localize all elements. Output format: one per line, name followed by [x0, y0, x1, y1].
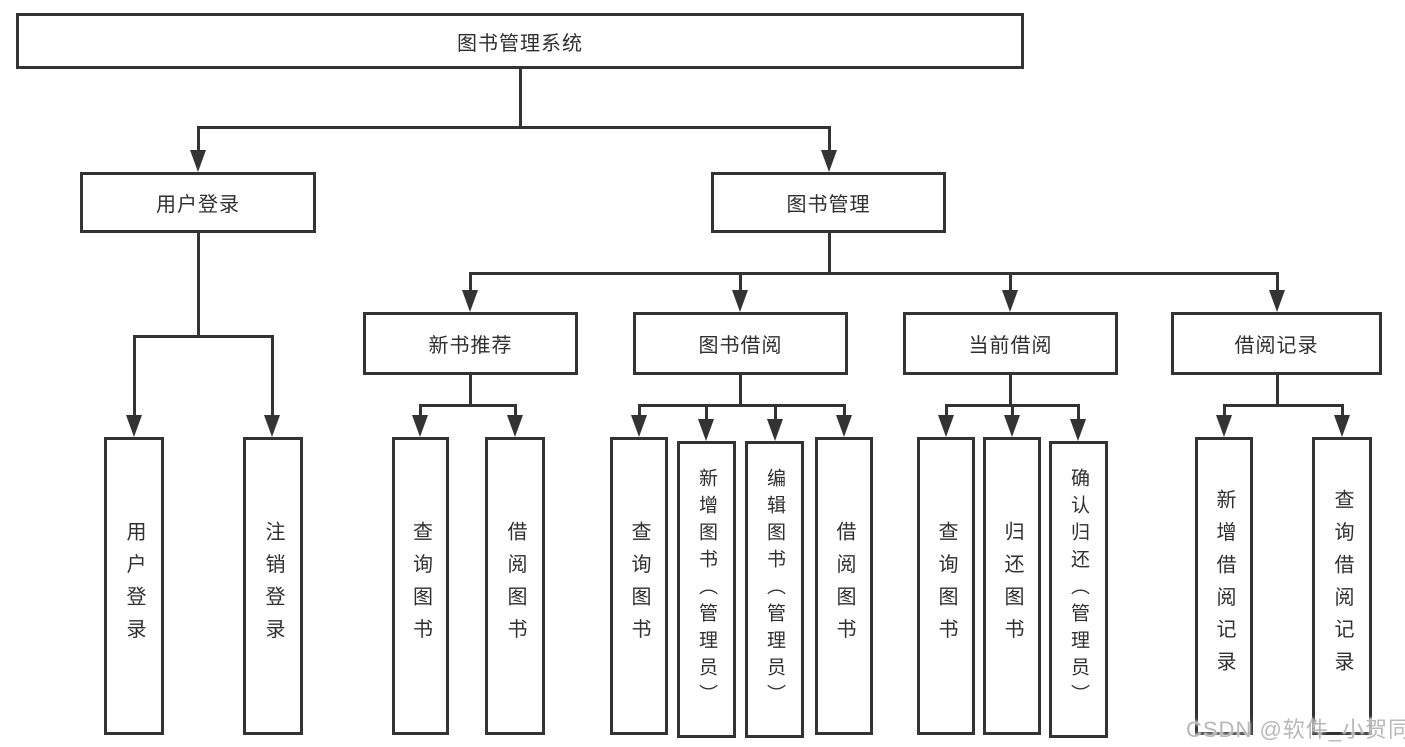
- connector-line: [196, 233, 200, 338]
- node-current-borrowing: 当前借阅: [903, 312, 1118, 375]
- connector-line: [738, 375, 742, 407]
- arrow-down-icon: [1334, 415, 1350, 437]
- connector-line: [1275, 375, 1279, 407]
- leaf-borrow-books: 借阅图书: [815, 437, 873, 735]
- leaf-add-books-admin: 新增图书（管理员）: [677, 441, 736, 738]
- connector-line: [1008, 375, 1012, 407]
- leaf-edit-books-admin: 编辑图书（管理员）: [745, 441, 804, 738]
- connector-line: [637, 403, 846, 407]
- connector-line: [468, 273, 472, 292]
- node-label: 图书管理: [786, 194, 871, 216]
- arrow-down-icon: [507, 415, 523, 437]
- leaf-label: 新增图书（管理员）: [696, 468, 717, 711]
- leaf-label: 用户登录: [123, 521, 145, 651]
- node-book-borrowing: 图书借阅: [633, 312, 848, 375]
- arrow-down-icon: [190, 150, 206, 172]
- node-label: 图书管理系统: [457, 32, 583, 55]
- arrow-down-icon: [821, 150, 837, 172]
- leaf-label: 注销登录: [262, 521, 284, 651]
- node-label: 新书推荐: [428, 335, 513, 357]
- arrow-down-icon: [767, 419, 783, 441]
- arrow-down-icon: [462, 290, 478, 312]
- connector-line: [1340, 405, 1344, 417]
- leaf-label: 查询图书: [409, 521, 432, 651]
- connector-line: [1222, 403, 1344, 407]
- leaf-confirm-return-admin: 确认归还（管理员）: [1049, 441, 1108, 738]
- leaf-return-books: 归还图书: [983, 437, 1041, 735]
- leaf-label: 借阅图书: [833, 521, 855, 651]
- arrow-down-icon: [1004, 415, 1020, 437]
- node-label: 借阅记录: [1234, 335, 1319, 357]
- connector-line: [270, 336, 274, 417]
- connector-line: [738, 273, 742, 292]
- arrow-down-icon: [1002, 290, 1018, 312]
- connector-line: [418, 403, 517, 407]
- node-book-management: 图书管理: [711, 172, 946, 233]
- arrow-down-icon: [1269, 290, 1285, 312]
- connector-line: [418, 405, 422, 417]
- connector-line: [518, 69, 522, 129]
- leaf-label: 查询图书: [935, 521, 957, 651]
- leaf-label: 新增借阅记录: [1213, 488, 1235, 684]
- connector-line: [196, 127, 200, 152]
- arrow-down-icon: [1070, 419, 1086, 441]
- connector-line: [468, 375, 472, 407]
- leaf-user-login: 用户登录: [104, 437, 164, 735]
- node-label: 用户登录: [156, 194, 240, 216]
- node-borrowing-records: 借阅记录: [1171, 312, 1382, 375]
- connector-line: [773, 405, 777, 421]
- leaf-label: 归还图书: [1001, 521, 1023, 651]
- connector-line: [827, 127, 831, 152]
- leaf-add-borrow-record: 新增借阅记录: [1195, 437, 1253, 735]
- arrow-down-icon: [264, 415, 280, 437]
- leaf-label: 借阅图书: [504, 521, 526, 651]
- leaf-label: 确认归还（管理员）: [1068, 468, 1089, 711]
- arrow-down-icon: [938, 415, 954, 437]
- leaf-query-books-borrowing: 查询图书: [610, 437, 668, 735]
- connector-line: [196, 125, 831, 129]
- connector-line: [637, 405, 641, 417]
- connector-line: [827, 233, 831, 275]
- leaf-query-borrow-record: 查询借阅记录: [1312, 437, 1372, 735]
- connector-line: [1008, 273, 1012, 292]
- node-label: 当前借阅: [968, 335, 1053, 357]
- connector-line: [468, 271, 1279, 275]
- connector-line: [842, 405, 846, 417]
- node-label: 图书借阅: [698, 335, 783, 357]
- leaf-query-books-current: 查询图书: [917, 437, 975, 735]
- leaf-label: 查询借阅记录: [1331, 488, 1353, 684]
- connector-line: [1275, 273, 1279, 292]
- connector-line: [513, 405, 517, 417]
- arrow-down-icon: [732, 290, 748, 312]
- node-library-management-system: 图书管理系统: [16, 13, 1024, 69]
- leaf-label: 编辑图书（管理员）: [764, 468, 785, 711]
- node-new-book-recommendation: 新书推荐: [363, 312, 578, 375]
- connector-line: [1222, 405, 1226, 417]
- arrow-down-icon: [631, 415, 647, 437]
- arrow-down-icon: [412, 415, 428, 437]
- leaf-query-books-recommend: 查询图书: [392, 437, 449, 735]
- arrow-down-icon: [1216, 415, 1232, 437]
- csdn-watermark: CSDN @软件_小贺同学: [1186, 717, 1405, 742]
- node-user-login: 用户登录: [80, 172, 316, 233]
- connector-line: [132, 334, 274, 338]
- connector-line: [1010, 405, 1014, 417]
- connector-line: [132, 336, 136, 417]
- leaf-borrow-books-recommend: 借阅图书: [485, 437, 545, 735]
- arrow-down-icon: [698, 419, 714, 441]
- arrow-down-icon: [126, 415, 142, 437]
- connector-line: [944, 405, 948, 417]
- arrow-down-icon: [836, 415, 852, 437]
- connector-line: [1076, 405, 1080, 421]
- leaf-logout: 注销登录: [243, 437, 303, 735]
- connector-line: [704, 405, 708, 421]
- leaf-label: 查询图书: [628, 521, 650, 651]
